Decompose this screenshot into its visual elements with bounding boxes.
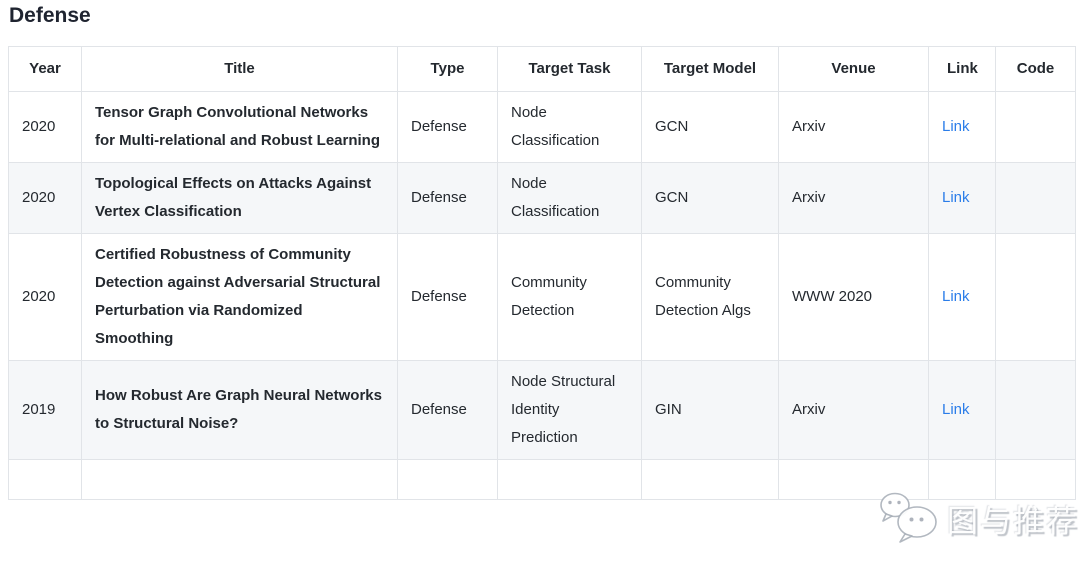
cell-link: Link: [928, 162, 996, 234]
cell-type: Defense: [397, 91, 498, 163]
cell-link: Link: [928, 360, 996, 460]
cell-venue: Arxiv: [778, 360, 929, 460]
cell-empty: [928, 459, 996, 500]
cell-target_task: Community Detection: [497, 233, 642, 361]
cell-code: [995, 162, 1076, 234]
cell-empty: [995, 459, 1076, 500]
page-title: Defense: [9, 4, 91, 27]
cell-type: Defense: [397, 360, 498, 460]
cell-code: [995, 91, 1076, 163]
cell-year: 2020: [8, 233, 82, 361]
column-header-venue: Venue: [778, 46, 929, 92]
cell-empty: [497, 459, 642, 500]
cell-title: How Robust Are Graph Neural Networks to …: [81, 360, 398, 460]
cell-empty: [8, 459, 82, 500]
cell-target_task: Node Classification: [497, 91, 642, 163]
cell-target_model: Community Detection Algs: [641, 233, 779, 361]
cell-target_model: GIN: [641, 360, 779, 460]
cell-venue: Arxiv: [778, 91, 929, 163]
cell-target_model: GCN: [641, 91, 779, 163]
column-header-title: Title: [81, 46, 398, 92]
cell-empty: [397, 459, 498, 500]
cell-target_model: GCN: [641, 162, 779, 234]
cell-code: [995, 233, 1076, 361]
cell-venue: Arxiv: [778, 162, 929, 234]
cell-venue: WWW 2020: [778, 233, 929, 361]
cell-target_task: Node Structural Identity Prediction: [497, 360, 642, 460]
cell-title: Tensor Graph Convolutional Networks for …: [81, 91, 398, 163]
cell-empty: [81, 459, 398, 500]
column-header-code: Code: [995, 46, 1076, 92]
paper-link[interactable]: Link: [942, 288, 970, 305]
cell-link: Link: [928, 91, 996, 163]
cell-year: 2020: [8, 91, 82, 163]
paper-link[interactable]: Link: [942, 401, 970, 418]
cell-title: Topological Effects on Attacks Against V…: [81, 162, 398, 234]
table-row-partial: [8, 459, 1076, 500]
cell-empty: [641, 459, 779, 500]
watermark-text: 图与推荐: [947, 503, 1079, 539]
cell-year: 2020: [8, 162, 82, 234]
column-header-link: Link: [928, 46, 996, 92]
column-header-type: Type: [397, 46, 498, 92]
column-header-year: Year: [8, 46, 82, 92]
paper-link[interactable]: Link: [942, 118, 970, 135]
cell-empty: [778, 459, 929, 500]
cell-title: Certified Robustness of Community Detect…: [81, 233, 398, 361]
cell-year: 2019: [8, 360, 82, 460]
cell-type: Defense: [397, 233, 498, 361]
cell-type: Defense: [397, 162, 498, 234]
column-header-target_task: Target Task: [497, 46, 642, 92]
cell-code: [995, 360, 1076, 460]
cell-link: Link: [928, 233, 996, 361]
cell-target_task: Node Classification: [497, 162, 642, 234]
paper-link[interactable]: Link: [942, 189, 970, 206]
column-header-target_model: Target Model: [641, 46, 779, 92]
